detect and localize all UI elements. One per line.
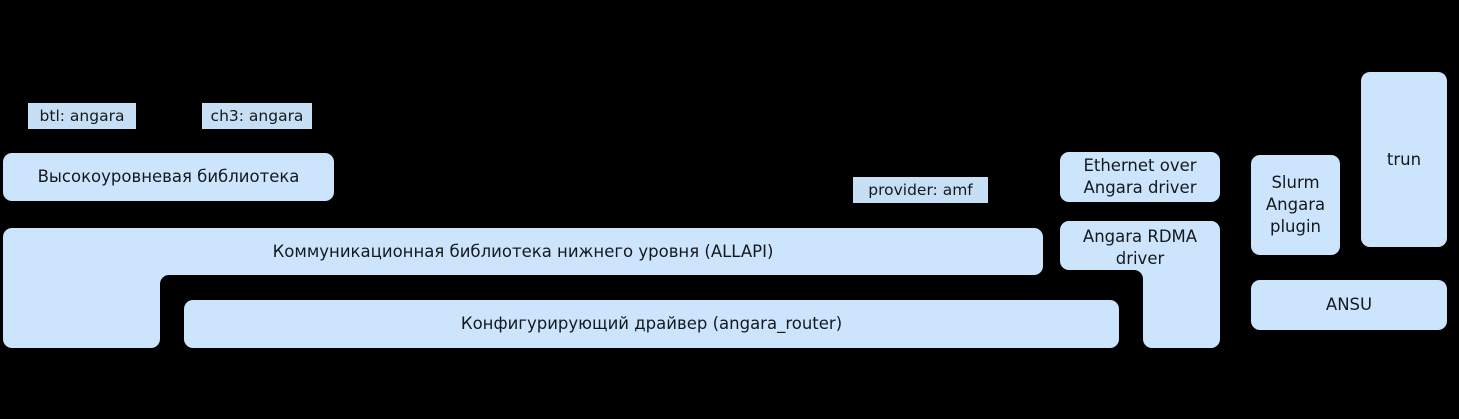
node-ethernet-over-angara-driver-label-line1: Ethernet over bbox=[1083, 156, 1197, 176]
node-ethernet-over-angara-driver-label-line2: Angara driver bbox=[1083, 178, 1197, 197]
badge-btl-angara: btl: angara bbox=[28, 103, 136, 129]
node-angara-rdma-driver-label-line1: Angara RDMA bbox=[1082, 227, 1198, 246]
badge-ch3-angara-label: ch3: angara bbox=[210, 106, 304, 125]
node-angara-rdma-driver-label-line2: driver bbox=[1115, 249, 1165, 268]
node-config-driver-label: Конфигурирующий драйвер (angara_router) bbox=[460, 314, 843, 334]
node-slurm-angara-plugin: Slurm Angara plugin bbox=[1251, 155, 1340, 255]
badge-provider-amf-label: provider: amf bbox=[868, 180, 973, 199]
node-slurm-angara-plugin-label-line3: plugin bbox=[1269, 216, 1322, 236]
badge-btl-angara-label: btl: angara bbox=[39, 106, 125, 125]
node-low-level-library: Коммуникационная библиотека нижнего уров… bbox=[3, 228, 1043, 348]
node-slurm-angara-plugin-label-line2: Angara bbox=[1265, 195, 1326, 215]
node-low-level-library-label: Коммуникационная библиотека нижнего уров… bbox=[272, 242, 774, 261]
node-angara-rdma-driver-shape bbox=[1060, 221, 1220, 348]
node-ansu: ANSU bbox=[1251, 280, 1447, 330]
node-slurm-angara-plugin-label-line1: Slurm bbox=[1271, 173, 1320, 193]
node-high-level-library-label: Высокоуровневая библиотека bbox=[37, 167, 300, 187]
node-angara-rdma-driver: Angara RDMA driver bbox=[1060, 221, 1220, 348]
node-config-driver: Конфигурирующий драйвер (angara_router) bbox=[184, 300, 1119, 348]
node-trun-label: trun bbox=[1386, 149, 1422, 169]
node-low-level-library-shape bbox=[3, 228, 1043, 348]
node-trun: trun bbox=[1361, 72, 1447, 247]
node-high-level-library: Высокоуровневая библиотека bbox=[3, 153, 334, 201]
badge-ch3-angara: ch3: angara bbox=[202, 103, 312, 129]
node-ethernet-over-angara-driver: Ethernet over Angara driver bbox=[1060, 152, 1220, 202]
node-ansu-label: ANSU bbox=[1325, 295, 1373, 315]
badge-provider-amf: provider: amf bbox=[853, 177, 988, 203]
